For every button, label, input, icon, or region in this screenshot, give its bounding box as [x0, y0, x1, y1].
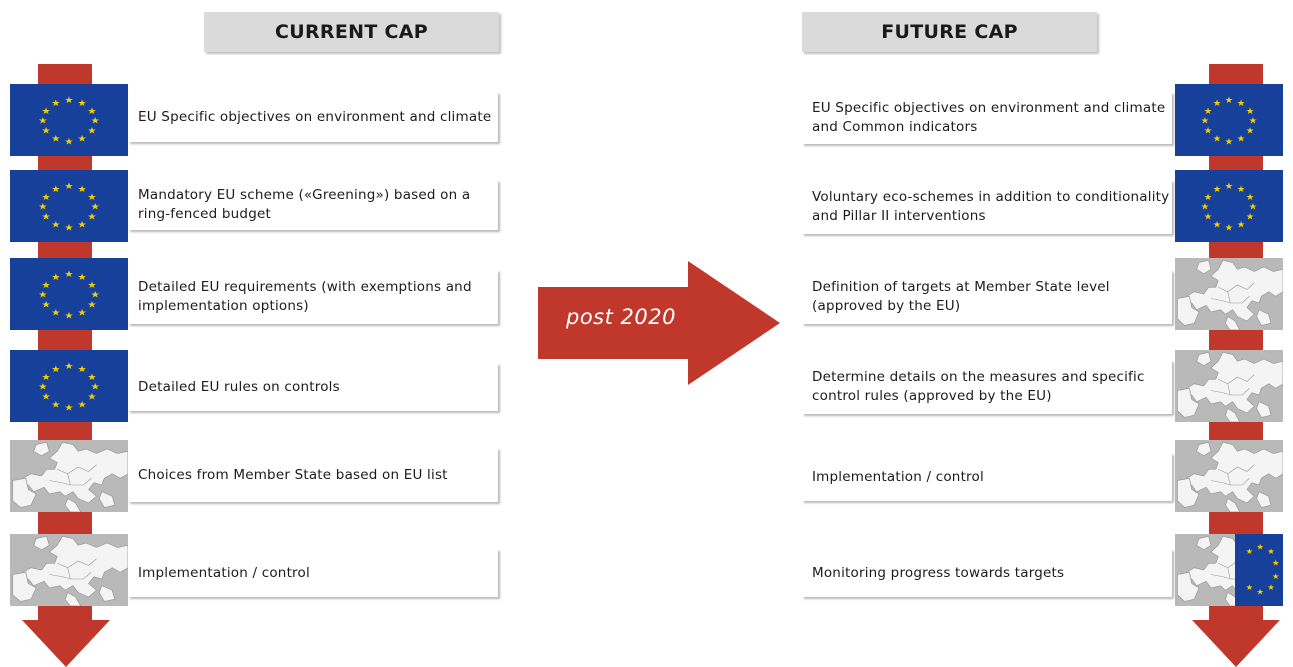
europe-map-icon: [1175, 258, 1283, 330]
future-cap-header: FUTURE CAP: [802, 12, 1097, 52]
left-row-5-box: Choices from Member State based on EU li…: [128, 448, 498, 502]
left-row-5-text: Choices from Member State based on EU li…: [138, 466, 448, 483]
eu-flag-icon: [10, 258, 128, 330]
left-row-3-text: Detailed EU requirements (with exemption…: [138, 279, 472, 314]
left-row-1-box: EU Specific objectives on environment an…: [128, 92, 498, 142]
post-2020-label: post 2020: [566, 305, 676, 329]
left-row-2-text: Mandatory EU scheme («Greening») based o…: [138, 187, 471, 222]
right-row-5-box: Implementation / control: [802, 453, 1172, 501]
right-row-3-box: Definition of targets at Member State le…: [802, 270, 1172, 324]
europe-map-icon: [1175, 350, 1283, 422]
svg-text:★: ★: [1267, 583, 1275, 593]
right-row-2-box: Voluntary eco-schemes in addition to con…: [802, 180, 1172, 234]
left-arrow-head: [22, 620, 110, 667]
left-arrow-shaft: [38, 64, 92, 624]
europe-map-eu-flag-icon: ★ ★ ★ ★ ★ ★ ★ ★: [1175, 534, 1283, 606]
right-row-6-box: Monitoring progress towards targets: [802, 549, 1172, 597]
eu-flag-icon: [10, 84, 128, 156]
left-row-4-box: Detailed EU rules on controls: [128, 363, 498, 411]
eu-flag-icon: [10, 170, 128, 242]
right-row-1-text: EU Specific objectives on environment an…: [812, 100, 1166, 135]
europe-map-icon: [10, 440, 128, 512]
right-arrow-head: [1192, 620, 1280, 667]
left-row-3-box: Detailed EU requirements (with exemption…: [128, 270, 498, 324]
right-row-6-text: Monitoring progress towards targets: [812, 564, 1065, 581]
left-row-1-text: EU Specific objectives on environment an…: [138, 108, 492, 125]
right-arrow-shaft: [1209, 64, 1263, 624]
right-row-1-box: EU Specific objectives on environment an…: [802, 92, 1172, 144]
svg-text:★: ★: [1256, 587, 1264, 597]
left-row-6-box: Implementation / control: [128, 549, 498, 597]
right-row-5-text: Implementation / control: [812, 468, 984, 485]
post-2020-arrow: [538, 261, 780, 385]
svg-text:★: ★: [1267, 547, 1275, 557]
eu-flag-icon: [1175, 84, 1283, 156]
svg-text:★: ★: [1256, 542, 1264, 552]
current-cap-header: CURRENT CAP: [204, 12, 499, 52]
eu-flag-icon: [1175, 170, 1283, 242]
eu-flag-icon: [10, 350, 128, 422]
svg-text:★: ★: [1272, 571, 1280, 581]
europe-map-icon: [1175, 440, 1283, 512]
left-row-6-text: Implementation / control: [138, 564, 310, 581]
right-row-4-box: Determine details on the measures and sp…: [802, 360, 1172, 414]
svg-text:★: ★: [1272, 558, 1280, 568]
right-row-3-text: Definition of targets at Member State le…: [812, 279, 1110, 314]
svg-text:★: ★: [1246, 547, 1254, 557]
right-row-2-text: Voluntary eco-schemes in addition to con…: [812, 189, 1170, 224]
left-row-2-box: Mandatory EU scheme («Greening») based o…: [128, 180, 498, 230]
right-row-4-text: Determine details on the measures and sp…: [812, 369, 1145, 404]
europe-map-icon: [10, 534, 128, 606]
svg-text:★: ★: [1246, 583, 1254, 593]
left-row-4-text: Detailed EU rules on controls: [138, 378, 340, 395]
